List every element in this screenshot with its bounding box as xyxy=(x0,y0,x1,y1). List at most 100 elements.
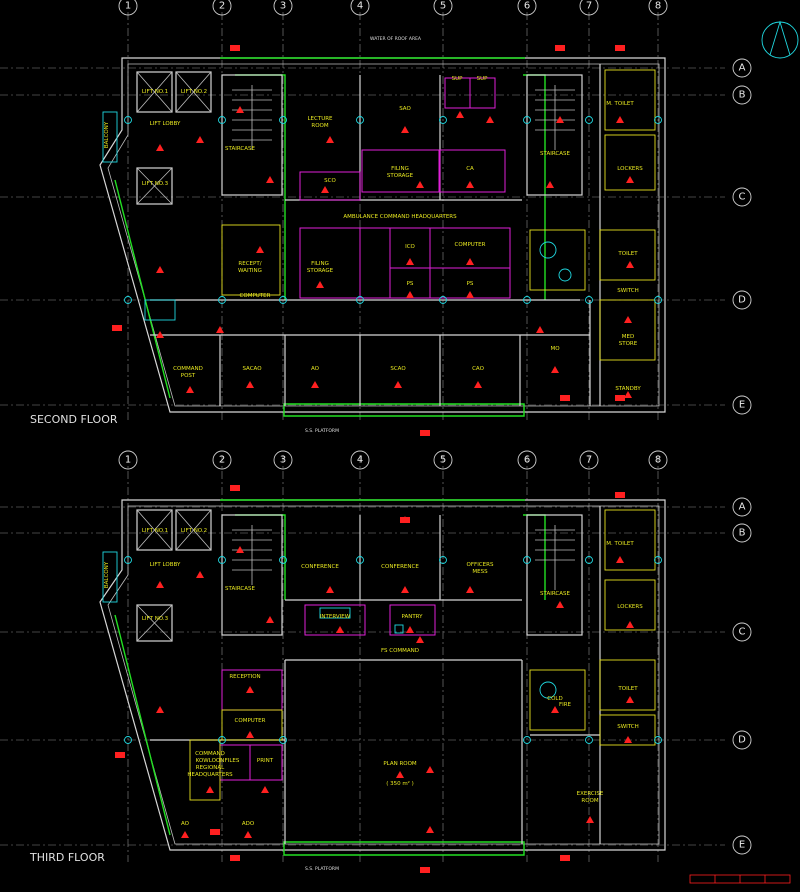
svg-text:BALCONY: BALCONY xyxy=(104,561,110,588)
grid-bubble-col-1: 1 xyxy=(118,450,138,470)
third-floor-plan: LIFT NO.1 LIFT NO.2 LIFT LOBBY LIFT NO.3… xyxy=(29,499,666,872)
svg-text:BALCONY: BALCONY xyxy=(104,121,110,148)
svg-text:LOCKERS: LOCKERS xyxy=(617,604,643,610)
grid-bubble-col-3: 3 xyxy=(273,450,293,470)
svg-text:RECEPT/: RECEPT/ xyxy=(238,261,261,267)
svg-text:8: 8 xyxy=(655,455,661,466)
grid-bubble-row-B: B xyxy=(732,523,752,543)
column-symbol-4 xyxy=(439,116,447,124)
symbol-marker-18 xyxy=(556,116,564,123)
symbol-marker-59 xyxy=(156,706,164,713)
column-symbol-28 xyxy=(585,736,593,744)
tag-marker-9 xyxy=(615,492,625,498)
tag-marker-12 xyxy=(420,867,430,873)
symbol-marker-27 xyxy=(394,381,402,388)
svg-text:STANDBY: STANDBY xyxy=(615,386,641,392)
column-symbol-1 xyxy=(218,116,226,124)
second-floor-plan: LIFT NO.1 LIFT NO.2 LIFT LOBBY LIFT NO.3… xyxy=(30,36,666,434)
tag-marker-10 xyxy=(115,752,125,758)
svg-text:LIFT NO.1: LIFT NO.1 xyxy=(142,528,168,534)
tag-marker-4 xyxy=(420,430,430,436)
grid-bubble-col-1: 1 xyxy=(118,0,138,16)
svg-text:M. TOILET: M. TOILET xyxy=(606,101,634,107)
symbol-marker-13 xyxy=(406,258,414,265)
symbol-marker-25 xyxy=(246,381,254,388)
grid-bubble-col-3: 3 xyxy=(273,0,293,16)
svg-text:EXERCISE: EXERCISE xyxy=(577,791,604,797)
svg-text:D: D xyxy=(738,735,746,746)
column-symbol-26 xyxy=(279,736,287,744)
symbol-marker-53 xyxy=(616,556,624,563)
svg-text:2: 2 xyxy=(219,1,225,12)
grid-bubble-col-5: 5 xyxy=(433,450,453,470)
symbol-marker-38 xyxy=(326,586,334,593)
symbol-marker-24 xyxy=(186,386,194,393)
svg-text:2: 2 xyxy=(219,455,225,466)
symbol-marker-35 xyxy=(196,571,204,578)
symbol-marker-16 xyxy=(466,291,474,298)
svg-text:PS: PS xyxy=(407,281,414,287)
svg-text:FILES: FILES xyxy=(225,758,240,764)
grid-bubble-col-6: 6 xyxy=(517,0,537,16)
symbol-marker-23 xyxy=(624,391,632,398)
symbol-marker-48 xyxy=(396,771,404,778)
svg-text:COMMAND: COMMAND xyxy=(173,366,203,372)
svg-text:3: 3 xyxy=(280,1,286,12)
svg-text:SACAO: SACAO xyxy=(242,366,262,372)
svg-text:B: B xyxy=(739,90,746,101)
symbol-marker-28 xyxy=(474,381,482,388)
symbol-marker-2 xyxy=(236,106,244,113)
symbol-marker-15 xyxy=(406,291,414,298)
tag-marker-6 xyxy=(615,395,625,401)
svg-text:SCO: SCO xyxy=(324,178,336,184)
grid-bubble-col-5: 5 xyxy=(433,0,453,16)
svg-text:D: D xyxy=(738,295,746,306)
svg-text:LIFT NO.2: LIFT NO.2 xyxy=(181,528,207,534)
svg-text:B: B xyxy=(739,528,746,539)
svg-text:A: A xyxy=(739,63,746,74)
svg-text:LIFT NO.1: LIFT NO.1 xyxy=(142,89,168,95)
svg-text:COMPUTER: COMPUTER xyxy=(240,293,271,299)
symbol-marker-33 xyxy=(536,326,544,333)
grid-bubble-col-2: 2 xyxy=(212,0,232,16)
symbol-marker-17 xyxy=(546,181,554,188)
svg-text:FS COMMAND: FS COMMAND xyxy=(381,648,419,654)
svg-text:COMMAND: COMMAND xyxy=(195,751,225,757)
svg-text:LECTURE: LECTURE xyxy=(307,116,333,122)
tag-marker-3 xyxy=(112,325,122,331)
grid-bubble-col-8: 8 xyxy=(648,450,668,470)
column-symbol-9 xyxy=(218,296,226,304)
svg-text:SWITCH: SWITCH xyxy=(617,288,639,294)
svg-text:LIFT NO.3: LIFT NO.3 xyxy=(142,616,169,622)
grid-bubble-row-D: D xyxy=(732,290,752,310)
symbol-marker-37 xyxy=(266,616,274,623)
symbol-marker-51 xyxy=(586,816,594,823)
symbol-marker-32 xyxy=(216,326,224,333)
symbol-marker-3 xyxy=(266,176,274,183)
column-symbol-12 xyxy=(439,296,447,304)
svg-text:CA: CA xyxy=(466,166,474,172)
svg-text:STORE: STORE xyxy=(619,341,638,347)
svg-text:STAIRCASE: STAIRCASE xyxy=(540,151,570,157)
svg-text:ICO: ICO xyxy=(405,244,415,250)
svg-text:LOCKERS: LOCKERS xyxy=(617,166,643,172)
symbol-marker-36 xyxy=(236,546,244,553)
svg-text:REGIONAL: REGIONAL xyxy=(196,765,225,771)
svg-text:LIFT LOBBY: LIFT LOBBY xyxy=(150,562,181,568)
svg-text:M. TOILET: M. TOILET xyxy=(606,541,634,547)
grid-bubble-row-A: A xyxy=(732,497,752,517)
symbol-marker-21 xyxy=(626,261,634,268)
svg-text:PANTRY: PANTRY xyxy=(401,614,423,620)
svg-text:SCAO: SCAO xyxy=(390,366,406,372)
grid-bubble-row-C: C xyxy=(732,187,752,207)
svg-text:ROOM: ROOM xyxy=(581,798,598,804)
svg-text:CONFERENCE: CONFERENCE xyxy=(381,564,419,570)
tag-marker-5 xyxy=(560,395,570,401)
svg-text:PS: PS xyxy=(467,281,474,287)
symbol-marker-30 xyxy=(156,266,164,273)
svg-text:PRINT: PRINT xyxy=(257,758,274,764)
svg-text:7: 7 xyxy=(586,1,592,12)
svg-text:1: 1 xyxy=(125,455,131,466)
svg-text:CONFERENCE: CONFERENCE xyxy=(301,564,339,570)
svg-text:STAIRCASE: STAIRCASE xyxy=(225,586,255,592)
